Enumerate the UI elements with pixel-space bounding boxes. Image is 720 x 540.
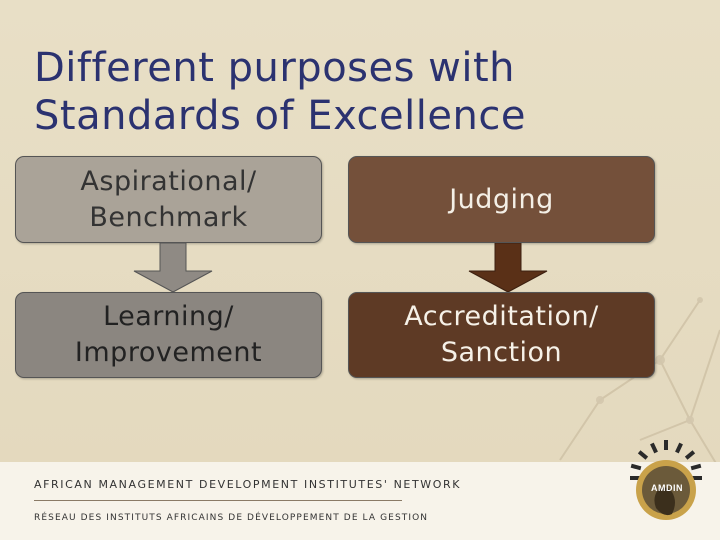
aspirational-line-2: Benchmark bbox=[89, 201, 248, 233]
learning-improvement-box: Learning/ Improvement bbox=[15, 292, 322, 378]
accreditation-sanction-box: Accreditation/ Sanction bbox=[348, 292, 655, 378]
logo-label: AMDIN bbox=[651, 483, 683, 493]
footer-network-name-en: AFRICAN MANAGEMENT DEVELOPMENT INSTITUTE… bbox=[34, 478, 462, 491]
title-line-2: Standards of Excellence bbox=[34, 93, 526, 139]
aspirational-line-1: Aspirational/ bbox=[80, 165, 257, 197]
title-line-1: Different purposes with bbox=[34, 45, 516, 91]
amdin-logo-icon bbox=[630, 440, 702, 520]
footer-band bbox=[0, 462, 720, 540]
judging-box: Judging bbox=[348, 156, 655, 243]
learning-line-2: Improvement bbox=[74, 337, 263, 368]
down-arrow-icon bbox=[133, 243, 213, 293]
footer-divider bbox=[34, 500, 402, 501]
down-arrow-icon bbox=[468, 243, 548, 293]
accreditation-line-1: Accreditation/ bbox=[404, 301, 599, 332]
aspirational-benchmark-box: Aspirational/ Benchmark bbox=[15, 156, 322, 243]
accreditation-line-2: Sanction bbox=[440, 337, 563, 368]
learning-line-1: Learning/ bbox=[103, 301, 234, 332]
judging-line-1: Judging bbox=[449, 183, 554, 215]
footer-network-name-fr: RÉSEAU DES INSTITUTS AFRICAINS DE DÉVELO… bbox=[34, 513, 429, 523]
slide-title: Different purposes with Standards of Exc… bbox=[34, 44, 654, 140]
